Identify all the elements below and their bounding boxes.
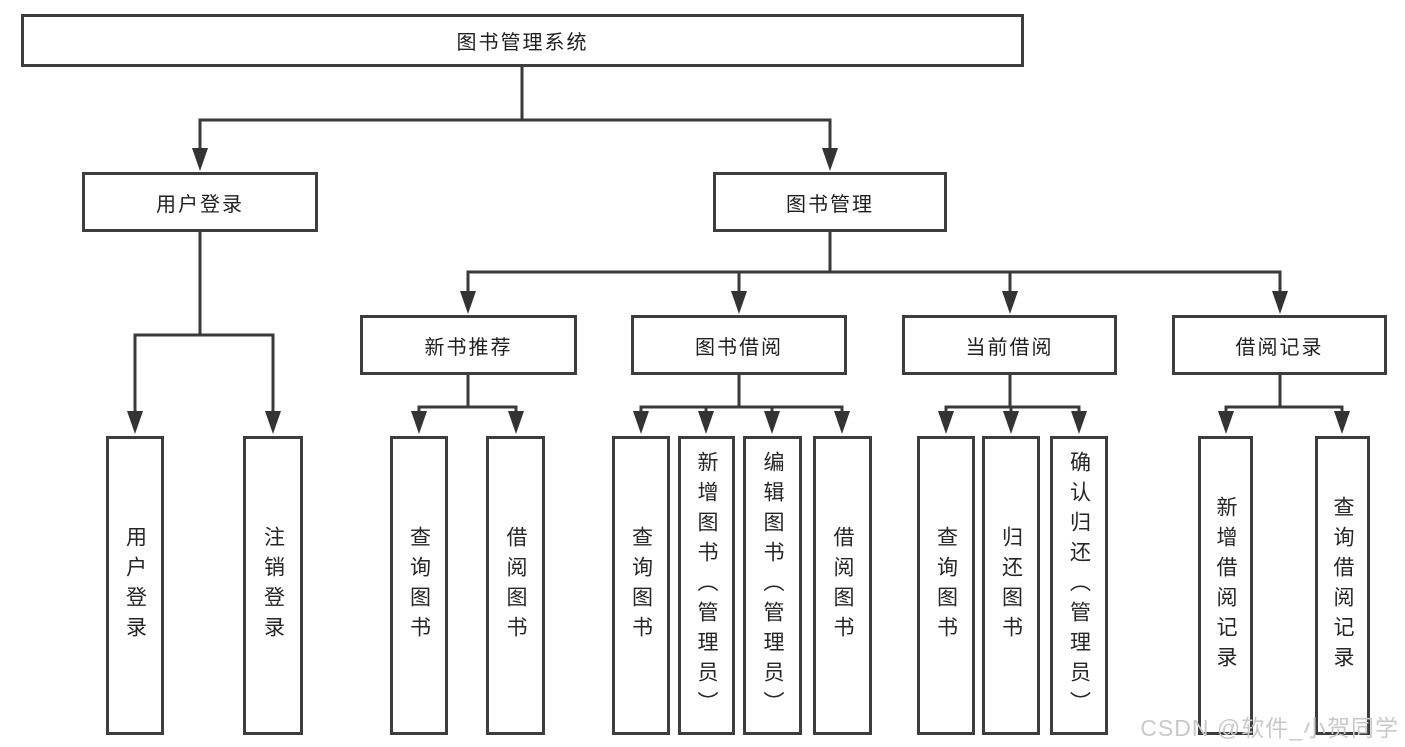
leaf-label: 编辑图书（管理员） xyxy=(761,450,784,721)
node-label: 图书管理系统 xyxy=(456,32,589,54)
node-current-borrowing: 当前借阅 xyxy=(902,315,1117,375)
leaf-confirm-return-admin: 确认归还（管理员） xyxy=(1050,436,1108,735)
leaf-query-borrow-record: 查询借阅记录 xyxy=(1315,436,1370,735)
arrowheads xyxy=(127,148,1350,434)
node-label: 图书管理 xyxy=(786,193,874,216)
leaf-add-books-admin: 新增图书（管理员） xyxy=(678,436,735,735)
leaf-borrow-books-borrowing: 借阅图书 xyxy=(813,436,872,735)
node-borrow-records: 借阅记录 xyxy=(1172,315,1387,375)
leaf-add-borrow-record: 新增借阅记录 xyxy=(1198,436,1253,735)
node-new-book-recommend: 新书推荐 xyxy=(360,315,577,375)
leaf-label: 新增图书（管理员） xyxy=(695,450,718,721)
leaf-label: 注销登录 xyxy=(261,525,285,646)
node-label: 图书借阅 xyxy=(695,336,783,359)
leaf-return-books: 归还图书 xyxy=(982,436,1040,735)
leaf-query-books-recommend: 查询图书 xyxy=(390,436,448,735)
leaf-label: 确认归还（管理员） xyxy=(1067,450,1091,721)
leaf-user-login: 用户登录 xyxy=(106,436,164,735)
node-label: 用户登录 xyxy=(156,193,244,216)
csdn-watermark: CSDN @软件_小贺同学 xyxy=(1140,715,1399,741)
leaf-label: 查询借阅记录 xyxy=(1331,495,1354,676)
leaf-label: 用户登录 xyxy=(123,525,147,646)
leaf-label: 归还图书 xyxy=(999,525,1023,646)
node-label: 新书推荐 xyxy=(424,336,513,359)
node-book-borrowing: 图书借阅 xyxy=(631,315,847,375)
leaf-query-books-current: 查询图书 xyxy=(917,436,975,735)
leaf-label: 借阅图书 xyxy=(504,525,527,646)
node-root-system: 图书管理系统 xyxy=(21,14,1024,67)
leaf-borrow-books-recommend: 借阅图书 xyxy=(486,436,545,735)
leaf-label: 查询图书 xyxy=(407,525,431,646)
node-book-management: 图书管理 xyxy=(713,172,947,232)
leaf-label: 新增借阅记录 xyxy=(1214,495,1237,676)
leaf-edit-books-admin: 编辑图书（管理员） xyxy=(743,436,802,735)
leaf-query-books-borrowing: 查询图书 xyxy=(612,436,670,735)
node-label: 借阅记录 xyxy=(1235,336,1324,359)
leaf-label: 借阅图书 xyxy=(831,525,854,646)
node-user-login: 用户登录 xyxy=(82,172,318,232)
node-label: 当前借阅 xyxy=(965,336,1054,359)
leaf-label: 查询图书 xyxy=(629,525,653,646)
leaf-logout: 注销登录 xyxy=(243,436,303,735)
connector-paths xyxy=(133,67,1344,413)
leaf-label: 查询图书 xyxy=(934,525,958,646)
